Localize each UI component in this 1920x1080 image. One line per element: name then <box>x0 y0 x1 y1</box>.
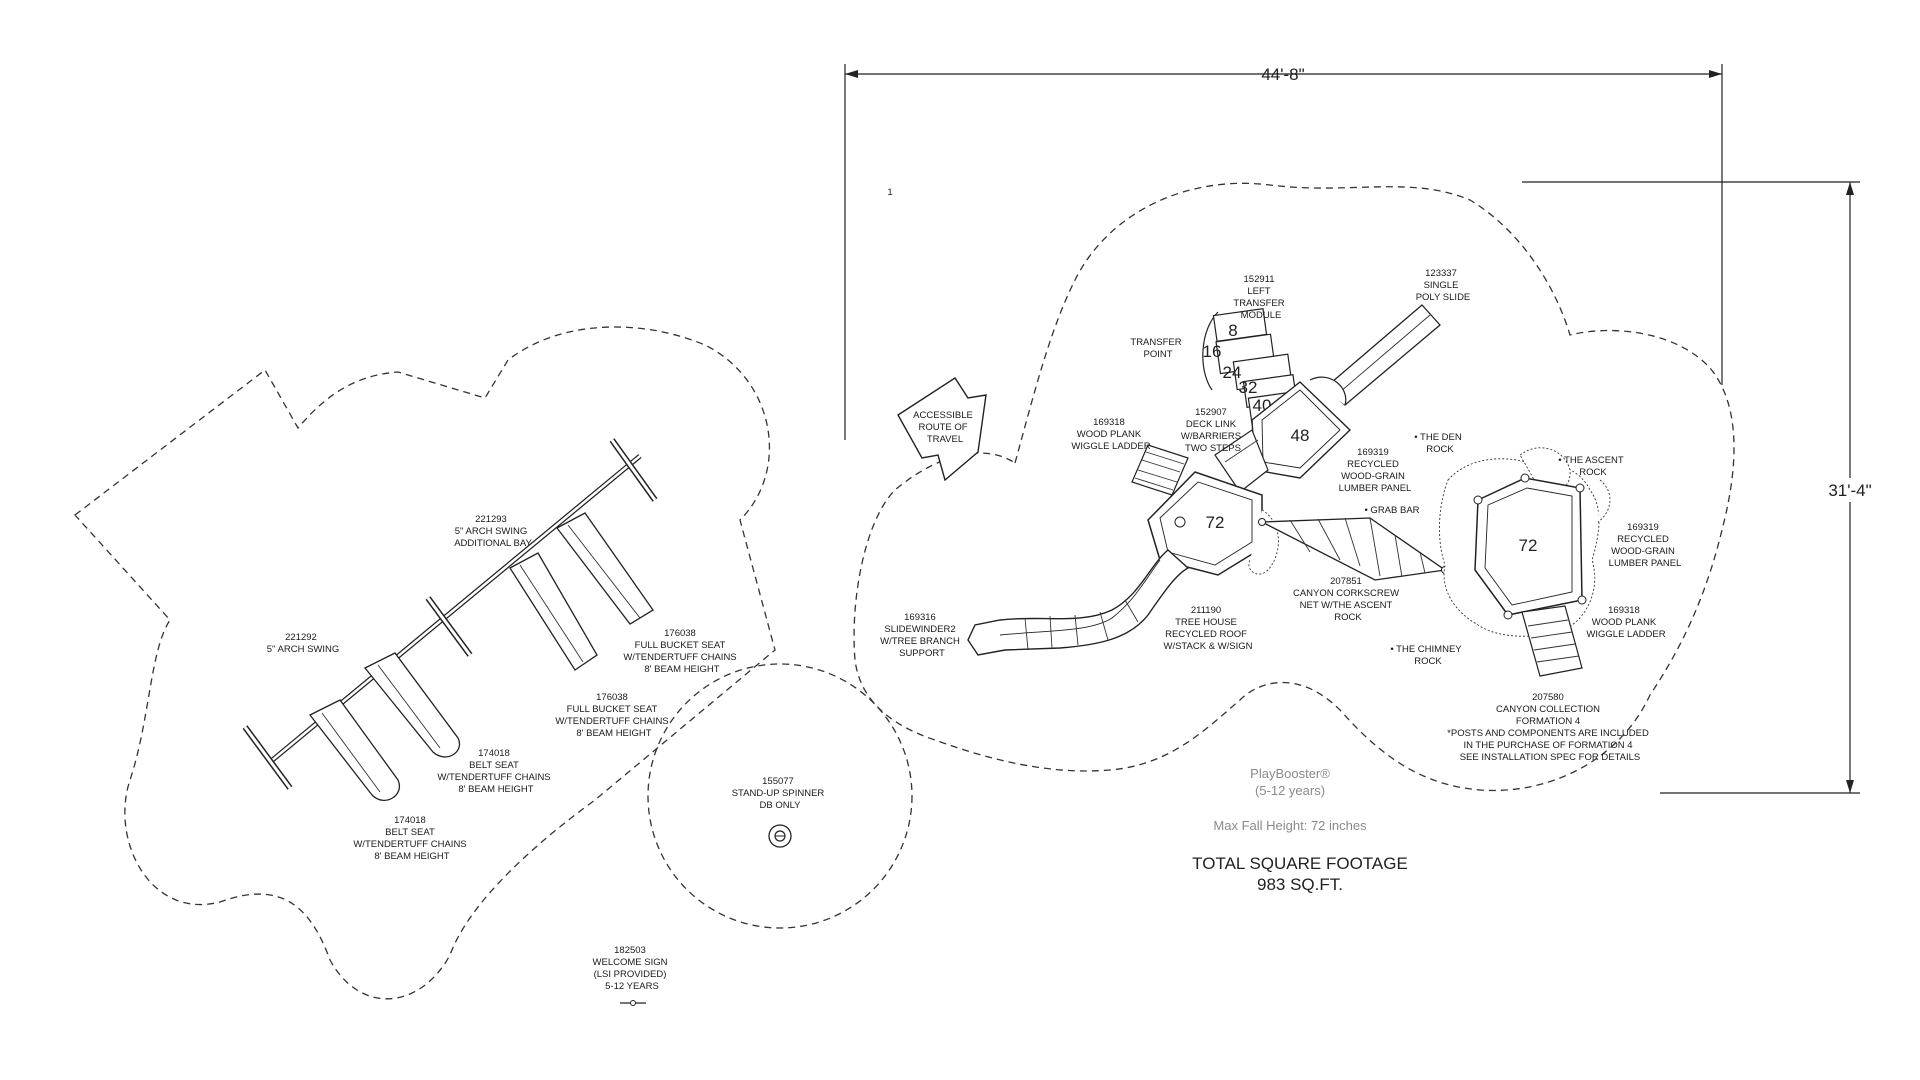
callout-corkscrew-net: 207851 CANYON CORKSCREW NET W/THE ASCENT… <box>1293 571 1403 623</box>
swing-frame-leg-1 <box>242 725 293 790</box>
callout-welcome-sign: 182503 WELCOME SIGN (LSI PROVIDED) 5-12 … <box>593 940 672 992</box>
bucket-seat-2 <box>556 512 654 625</box>
deck-height-32: 32 <box>1239 378 1258 397</box>
callout-transfer-point: TRANSFER POINT <box>1130 332 1185 360</box>
callout-tree-house-roof: 211190 TREE HOUSE RECYCLED ROOF W/STACK … <box>1163 600 1252 652</box>
corkscrew-net <box>1258 517 1449 581</box>
swing-frame-leg-3 <box>609 438 658 502</box>
brand-ages: (5-12 years) <box>1255 783 1325 798</box>
deck-height-48: 48 <box>1291 426 1310 445</box>
total-square-footage-value: 983 SQ.FT. <box>1257 875 1343 894</box>
callout-transfer-module: 152911 LEFT TRANSFER MODULE <box>1233 269 1288 321</box>
deck-link <box>1214 429 1269 493</box>
callout-canyon-collection: 207580 CANYON COLLECTION FORMATION 4 *PO… <box>1447 687 1653 763</box>
callout-spinner: 155077 STAND-UP SPINNER DB ONLY <box>732 771 829 811</box>
callout-poly-slide: 123337 SINGLE POLY SLIDE <box>1416 263 1471 303</box>
height-dimension-label: 31'-4" <box>1828 481 1871 500</box>
deck-height-24: 24 <box>1223 363 1242 382</box>
accessible-route-label: ACCESSIBLE ROUTE OF TRAVEL <box>913 405 977 445</box>
playstructure-use-zone-outline <box>853 182 1735 792</box>
callout-chimney-rock: • THE CHIMNEY ROCK <box>1390 639 1465 667</box>
transfer-module <box>1202 307 1298 425</box>
callout-bucket-seat-1: 176038 FULL BUCKET SEAT W/TENDERTUFF CHA… <box>623 623 740 675</box>
belt-seat-2 <box>363 652 461 758</box>
callout-bucket-seat-2: 176038 FULL BUCKET SEAT W/TENDERTUFF CHA… <box>555 687 672 739</box>
callout-ascent-rock: • THE ASCENT ROCK <box>1558 450 1627 478</box>
callout-wiggle-ladder-left: 169318 WOOD PLANK WIGGLE LADDER <box>1071 412 1150 452</box>
swing-set <box>242 438 658 801</box>
deck-height-16: 16 <box>1203 342 1222 361</box>
callout-deck-link: 152907 DECK LINK W/BARRIERS TWO STEPS <box>1181 402 1245 454</box>
wiggle-ladder-right <box>1521 605 1583 677</box>
canyon-formation <box>1438 447 1611 637</box>
callout-wiggle-ladder-right: 169318 WOOD PLANK WIGGLE LADDER <box>1586 600 1665 640</box>
swing-use-zone-outline <box>74 326 776 1000</box>
callout-belt-seat-2: 174018 BELT SEAT W/TENDERTUFF CHAINS 8' … <box>353 810 470 862</box>
callout-belt-seat-1: 174018 BELT SEAT W/TENDERTUFF CHAINS 8' … <box>437 743 554 795</box>
deck-height-72-treehouse: 72 <box>1206 513 1225 532</box>
deck-height-72-formation: 72 <box>1519 536 1538 555</box>
slidewinder-slide <box>967 549 1190 656</box>
callout-grab-bar: • GRAB BAR <box>1364 505 1419 516</box>
brand-name: PlayBooster® <box>1250 766 1330 781</box>
callout-lumber-panel-left: 169319 RECYCLED WOOD-GRAIN LUMBER PANEL <box>1339 442 1412 494</box>
callout-lumber-panel-right: 169319 RECYCLED WOOD-GRAIN LUMBER PANEL <box>1609 517 1682 569</box>
poly-slide <box>1309 304 1441 406</box>
callout-arch-swing-bay: 221293 5" ARCH SWING ADDITIONAL BAY <box>454 509 532 549</box>
belt-seat-1 <box>309 699 401 801</box>
wiggle-ladder-left <box>1131 444 1189 496</box>
deck-height-8: 8 <box>1228 321 1237 340</box>
bucket-seat-1 <box>509 552 598 671</box>
height-dimension: 31'-4" <box>1522 181 1898 794</box>
max-fall-height: Max Fall Height: 72 inches <box>1213 818 1367 833</box>
callout-den-rock: • THE DEN ROCK <box>1414 427 1466 455</box>
width-dimension: 44'-8" <box>844 64 1723 440</box>
swing-frame-leg-2 <box>425 596 473 657</box>
spinner-use-zone-outline <box>647 663 913 929</box>
accessible-route-arrow <box>897 377 987 482</box>
total-square-footage-label: TOTAL SQUARE FOOTAGE <box>1192 854 1408 873</box>
callout-arch-swing: 221292 5" ARCH SWING <box>267 627 340 655</box>
width-dimension-label: 44'-8" <box>1261 65 1304 84</box>
spinner-icon <box>768 824 792 848</box>
tree-house-deck-72 <box>1147 471 1279 576</box>
welcome-sign-icon <box>620 1000 646 1006</box>
marker-one: 1 <box>887 187 892 198</box>
callout-slidewinder: 169316 SLIDEWINDER2 W/TREE BRANCH SUPPOR… <box>880 607 964 659</box>
